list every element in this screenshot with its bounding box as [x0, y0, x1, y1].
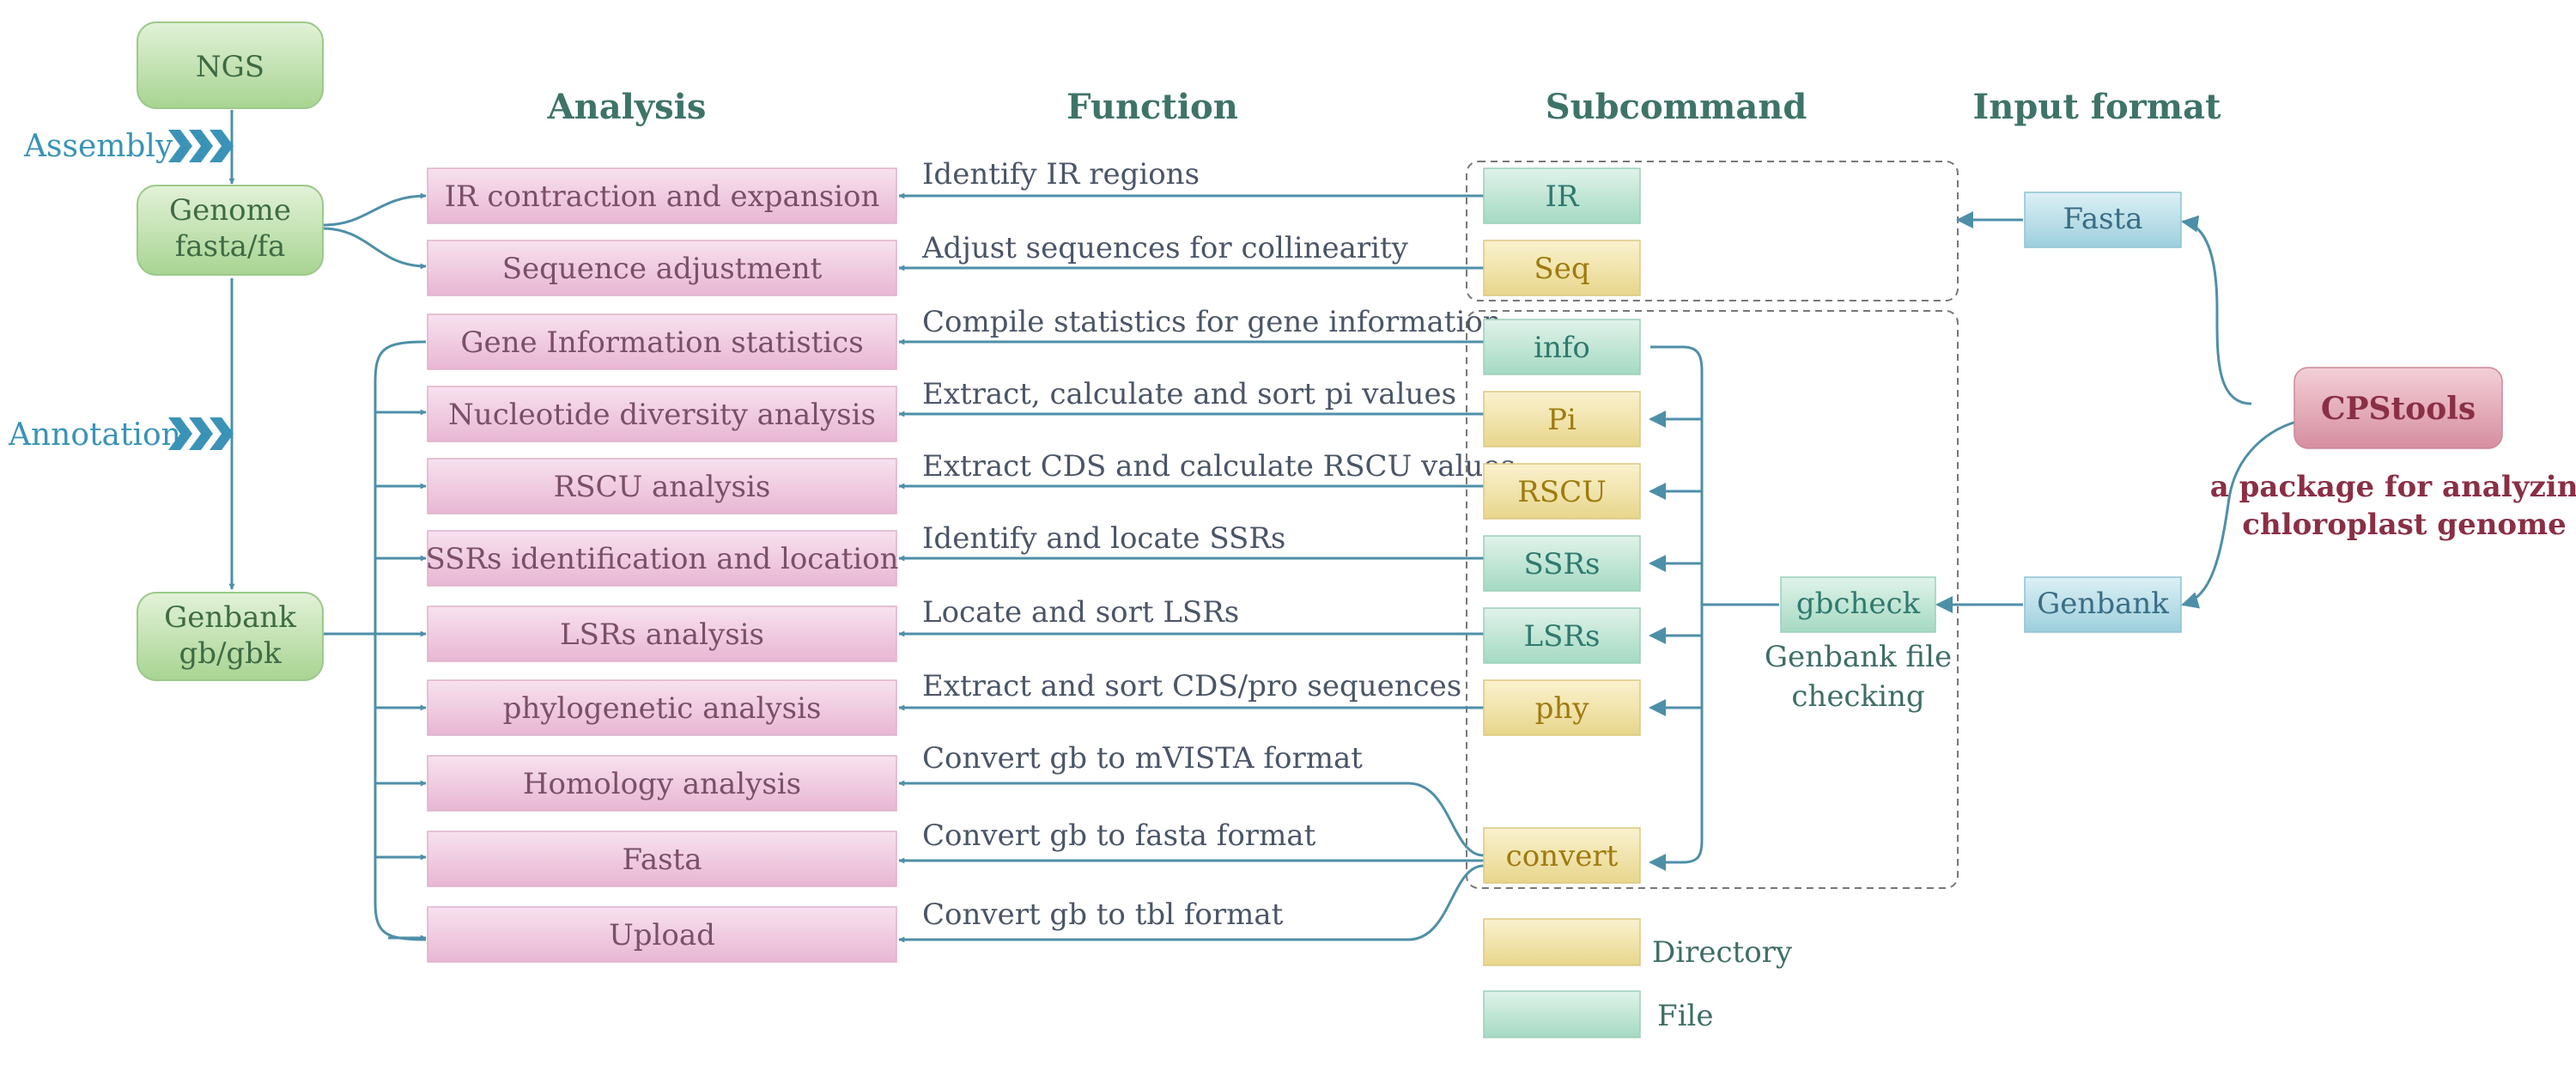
subcommand-label: phy — [1535, 691, 1590, 726]
analysis-label: Homology analysis — [523, 767, 801, 801]
cpstools-desc-line1: a package for analyzing — [2210, 470, 2576, 504]
assembly-chevrons — [168, 130, 234, 162]
gbcheck-label: gbcheck — [1796, 587, 1921, 621]
legend-file-swatch — [1483, 990, 1641, 1038]
input-fasta-label: Fasta — [2063, 202, 2143, 236]
genome-box: Genome fasta/fa — [137, 185, 324, 276]
group-box-genbank-commands — [1466, 310, 1959, 889]
legend-directory-swatch — [1483, 918, 1641, 966]
ngs-label: NGS — [196, 50, 264, 84]
arrow-genome-to-ir — [322, 192, 427, 227]
subcommand-label: LSRs — [1524, 619, 1601, 654]
input-genbank-box: Genbank — [2024, 576, 2182, 633]
genome-label-line2: fasta/fa — [175, 229, 286, 264]
legend-file-label: File — [1657, 999, 1713, 1033]
analysis-label: Fasta — [623, 843, 702, 877]
gbcheck-note-line2: checking — [1791, 679, 1924, 714]
analysis-label: LSRs analysis — [560, 618, 764, 652]
function-label: Extract, calculate and sort pi values — [922, 377, 1456, 411]
subcommand-label: Seq — [1534, 252, 1589, 286]
function-label: Convert gb to mVISTA format — [922, 741, 1363, 776]
function-label: Locate and sort LSRs — [922, 595, 1239, 630]
genome-label-line1: Genome — [169, 193, 291, 228]
pipeline-arrows — [228, 110, 427, 941]
analysis-label: RSCU analysis — [554, 470, 771, 504]
subcommand-label: RSCU — [1517, 475, 1607, 509]
subcommand-label: IR — [1545, 180, 1579, 214]
ngs-box: NGS — [137, 21, 324, 109]
subcommand-label: Pi — [1547, 403, 1577, 437]
analysis-label: phylogenetic analysis — [503, 691, 822, 726]
analysis-label: Upload — [609, 918, 715, 952]
function-label: Extract and sort CDS/pro sequences — [922, 669, 1461, 703]
annotation-label: Annotation — [8, 417, 181, 453]
subcommand-label: convert — [1506, 839, 1619, 873]
group-box-fasta-commands — [1466, 161, 1959, 301]
function-label: Identify and locate SSRs — [922, 521, 1285, 556]
cpstools-desc-line2: chloroplast genome — [2242, 508, 2566, 542]
analysis-label: Nucleotide diversity analysis — [448, 398, 876, 432]
function-label: Compile statistics for gene information — [922, 305, 1502, 339]
header-input-format: Input format — [1973, 87, 2221, 127]
gbcheck-arrows — [1649, 211, 2300, 871]
analysis-label: IR contraction and expansion — [445, 180, 880, 214]
legend-directory-label: Directory — [1652, 935, 1793, 970]
analysis-label: Gene Information statistics — [460, 326, 863, 360]
function-label: Extract CDS and calculate RSCU values — [922, 449, 1516, 484]
function-label: Identify IR regions — [922, 157, 1200, 192]
header-subcommand: Subcommand — [1546, 87, 1807, 127]
function-arrows — [898, 192, 1485, 943]
legend: Directory File — [1483, 918, 1793, 1038]
header-analysis: Analysis — [547, 87, 707, 127]
subcommand-label: info — [1534, 331, 1590, 365]
function-label: Convert gb to fasta format — [922, 819, 1316, 853]
subcommand-label: SSRs — [1523, 547, 1600, 581]
analysis-boxes: IR contraction and expansion Sequence ad… — [425, 167, 899, 963]
input-genbank-label: Genbank — [2037, 587, 2169, 621]
subcommand-boxes: IR Seq info Pi RSCU SSRs LSRs phy conver… — [1483, 167, 1641, 884]
annotation-chevrons — [168, 417, 234, 450]
analysis-label: Sequence adjustment — [502, 252, 823, 286]
analysis-label: SSRs identification and location — [425, 542, 898, 576]
cpstools-name: CPStools — [2321, 391, 2476, 427]
header-function: Function — [1066, 87, 1238, 127]
function-label: Convert gb to tbl format — [922, 898, 1284, 932]
arrow-genome-to-seq — [322, 227, 427, 270]
input-fasta-box: Fasta — [2024, 192, 2182, 248]
gbcheck-note-line1: Genbank file — [1765, 640, 1952, 674]
genbank-label-line2: gb/gbk — [179, 636, 282, 671]
genbank-source-box: Genbank gb/gbk — [137, 592, 324, 681]
function-label: Adjust sequences for collinearity — [921, 231, 1409, 265]
gbcheck-box: gbcheck — [1780, 576, 1936, 633]
distribution-bracket — [374, 340, 427, 941]
function-labels: Identify IR regions Adjust sequences for… — [921, 157, 1516, 932]
genbank-label-line1: Genbank — [164, 600, 296, 635]
assembly-label: Assembly — [23, 129, 173, 164]
cpstools-box: CPStools — [2293, 367, 2503, 449]
